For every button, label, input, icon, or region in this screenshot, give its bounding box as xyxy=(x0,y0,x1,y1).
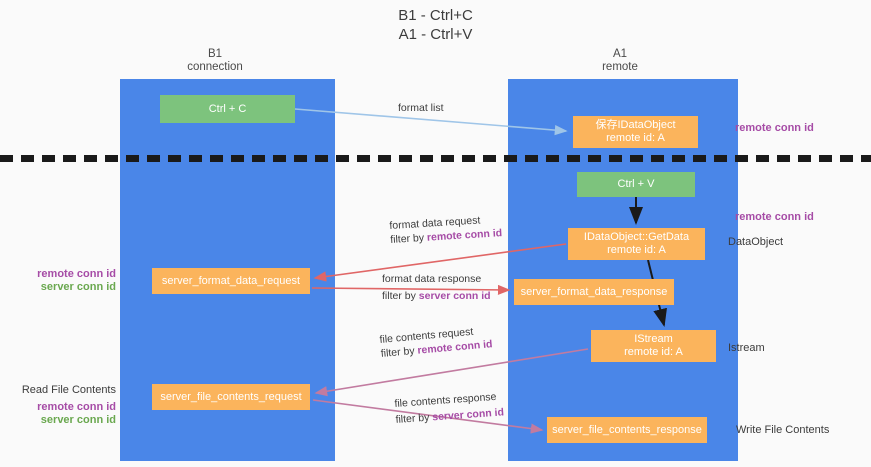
node-server-file-contents-request[interactable]: server_file_contents_request xyxy=(152,384,310,410)
edge-label-format-data-response-filter: filter by server conn id xyxy=(382,289,491,303)
edge-label-format-data-response: format data response filter by server co… xyxy=(382,272,491,303)
lane-header-a1: A1 remote xyxy=(602,48,638,73)
annotation-left-remote-conn-id-1: remote conn id xyxy=(37,268,116,280)
edge-format-list xyxy=(294,108,568,136)
filter-prefix: filter by xyxy=(380,344,418,360)
edge-file-contents-request xyxy=(314,348,589,397)
diagram-title: B1 - Ctrl+C A1 - Ctrl+V xyxy=(398,7,473,43)
annotation-left-group-1: remote conn id server conn id xyxy=(20,268,116,294)
node-idataobject-getdata[interactable]: IDataObject::GetData remote id: A xyxy=(568,228,705,260)
node-ctrl-v[interactable]: Ctrl + V xyxy=(577,172,695,197)
annotation-istream: Istream xyxy=(728,342,765,354)
annotation-left-server-conn-id-1: server conn id xyxy=(40,281,116,293)
phase-divider xyxy=(0,155,871,162)
annotation-remote-conn-id-mid: remote conn id xyxy=(735,211,814,223)
annotation-remote-conn-id-top: remote conn id xyxy=(735,122,814,134)
edge-format-data-response xyxy=(311,284,511,296)
annotation-write-file-contents: Write File Contents xyxy=(736,424,830,436)
node-istream[interactable]: IStream remote id: A xyxy=(591,330,716,362)
filter-prefix: filter by xyxy=(395,411,433,426)
lane-header-b1: B1 connection xyxy=(187,48,243,73)
annotation-left-group-2: Read File Contents remote conn id server… xyxy=(20,384,116,427)
node-server-format-data-response[interactable]: server_format_data_response xyxy=(514,279,674,305)
filter-key-server-conn-id: server conn id xyxy=(418,290,491,302)
edge-file-contents-response xyxy=(312,399,544,434)
filter-prefix: filter by xyxy=(382,290,419,302)
edge-label-format-data-response-title: format data response xyxy=(382,273,482,285)
annotation-left-server-conn-id-2: server conn id xyxy=(40,414,116,426)
node-server-format-data-request[interactable]: server_format_data_request xyxy=(152,268,310,294)
annotation-read-file-contents: Read File Contents xyxy=(21,384,116,396)
annotation-left-remote-conn-id-2: remote conn id xyxy=(37,401,116,413)
edge-label-format-list: format list xyxy=(398,102,444,114)
node-server-file-contents-response[interactable]: server_file_contents_response xyxy=(547,417,707,443)
filter-prefix: filter by xyxy=(389,231,428,246)
annotation-dataobject: DataObject xyxy=(728,236,784,248)
edge-format-data-request xyxy=(313,243,567,282)
node-ctrl-c[interactable]: Ctrl + C xyxy=(160,95,295,123)
node-idataobject[interactable]: 保存IDataObject remote id: A xyxy=(573,116,698,148)
